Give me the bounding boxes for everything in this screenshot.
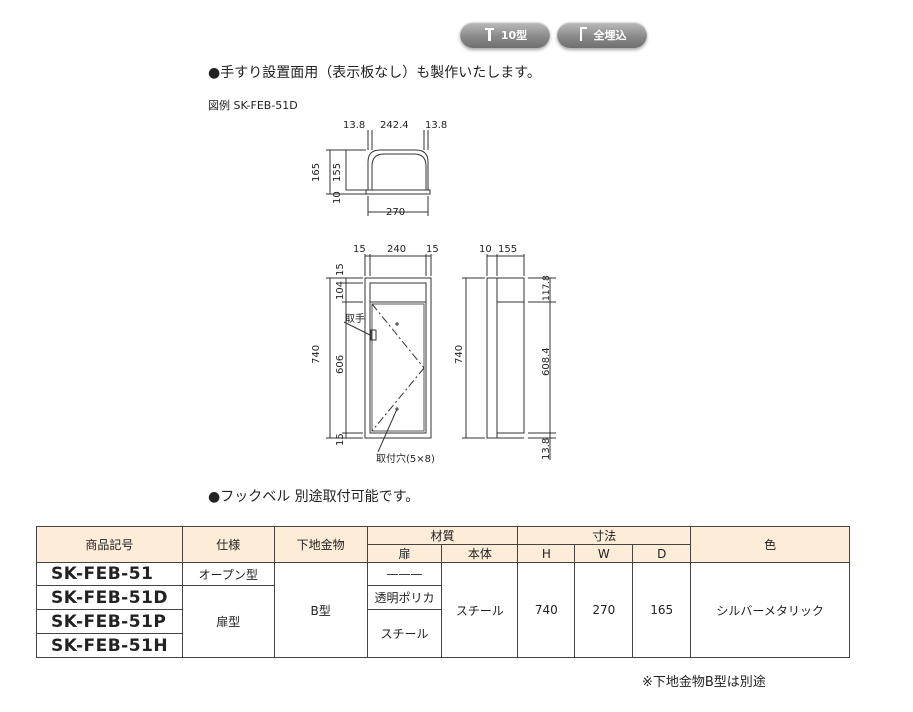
note-hook-bell: ●フックベル 別途取付可能です。 <box>208 489 420 505</box>
mounting-hole-label: 取付穴(5×8) <box>376 452 435 465</box>
side-view <box>462 254 556 460</box>
spec-cell: 扉型 <box>181 585 275 658</box>
dim-top-height-base: 10 <box>332 191 343 204</box>
header-spec: 仕様 <box>181 526 275 563</box>
body-cell: スチール <box>441 562 519 658</box>
note-handrail: ●手すり設置面用（表示板なし）も製作いたします。 <box>208 65 541 81</box>
dim-front-height-total: 740 <box>311 345 322 364</box>
header-d: D <box>632 544 692 563</box>
dim-top-height-inner: 155 <box>332 163 343 182</box>
dim-front-center: 240 <box>387 244 406 255</box>
badge-mount-label: 全埋込 <box>593 29 627 42</box>
dim-front-left: 15 <box>353 244 366 255</box>
handle-label: 取手 <box>345 312 365 325</box>
table-row: SK-FEB-51 オープン型 B型 ——— スチール 740 270 165 … <box>36 562 850 658</box>
product-code: SK-FEB-51D <box>36 585 183 610</box>
header-w: W <box>574 544 634 563</box>
dim-front-height-bottom: 15 <box>335 433 346 446</box>
dim-side-height-total: 740 <box>454 345 465 364</box>
product-code: SK-FEB-51H <box>36 633 183 658</box>
badge-size-10: 10型 <box>460 22 550 48</box>
table-row: SK-FEB-51P スチール <box>36 609 850 658</box>
dim-front-height-top: 15 <box>335 263 346 276</box>
dim-top-width: 270 <box>386 207 405 218</box>
spec-cell: オープン型 <box>181 562 275 586</box>
door-cell: スチール <box>366 609 443 658</box>
header-body: 本体 <box>441 544 519 563</box>
header-dims: 寸法 <box>517 526 692 545</box>
dim-side-a: 10 <box>479 244 492 255</box>
footnote-base: ※下地金物B型は別途 <box>642 675 766 690</box>
header-door: 扉 <box>366 544 443 563</box>
header-h: H <box>517 544 576 563</box>
base-cell: B型 <box>273 562 368 658</box>
door-cell: 透明ポリカ <box>366 585 443 610</box>
d-cell: 165 <box>632 562 692 658</box>
dim-top-center: 242.4 <box>380 120 409 131</box>
dim-side-b: 155 <box>498 244 517 255</box>
product-code: SK-FEB-51 <box>36 562 183 586</box>
dim-side-height-bottom: 13.8 <box>541 438 552 460</box>
extinguisher-icon <box>483 26 497 45</box>
header-material: 材質 <box>366 526 519 545</box>
product-code: SK-FEB-51P <box>36 609 183 634</box>
recessed-mount-icon <box>578 26 590 45</box>
dim-side-height-top: 117.8 <box>542 275 552 301</box>
header-code: 商品記号 <box>36 526 183 563</box>
door-cell: ——— <box>366 562 443 586</box>
dim-top-right: 13.8 <box>425 120 447 131</box>
w-cell: 270 <box>574 562 634 658</box>
dim-top-height-total: 165 <box>311 163 322 182</box>
color-cell: シルバーメタリック <box>690 562 850 658</box>
dim-front-height-mid: 606 <box>335 355 346 374</box>
h-cell: 740 <box>517 562 576 658</box>
badge-mount-type: 全埋込 <box>557 22 647 48</box>
badge-size-label: 10型 <box>500 29 528 42</box>
table-row: SK-FEB-51D 扉型 透明ポリカ <box>36 585 850 658</box>
dim-front-right: 15 <box>426 244 439 255</box>
top-view <box>326 130 431 216</box>
header-base: 下地金物 <box>273 526 368 563</box>
header-color: 色 <box>690 526 850 563</box>
front-view <box>326 254 432 453</box>
figure-label: 図例 SK-FEB-51D <box>208 99 298 112</box>
spec-table: 商品記号 仕様 下地金物 材質 寸法 色 扉 本体 H W D SK-FEB-5… <box>36 526 850 658</box>
table-row: SK-FEB-51H <box>36 633 850 658</box>
dim-front-height-upper: 104 <box>335 281 346 300</box>
dim-side-height-mid: 608.4 <box>541 347 552 376</box>
dim-top-left: 13.8 <box>343 120 365 131</box>
